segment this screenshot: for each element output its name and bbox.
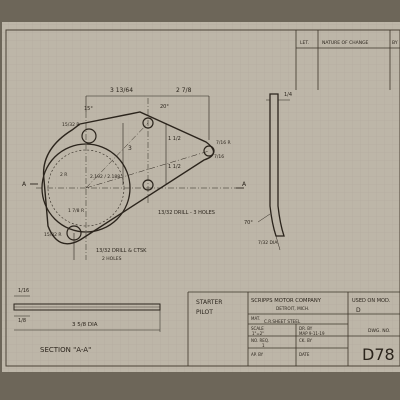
section-thickness: 1/16 [18,288,29,294]
sheet-border [5,29,400,367]
dim-top-right: 2 7/8 [176,87,192,94]
revision-table [295,30,400,90]
dr-by-label: DR. BY [299,326,313,331]
side-dia: 7/32 DIA [258,240,278,246]
no-req-label: NO. REQ. [251,338,269,343]
angle-right: 20° [160,104,169,110]
used-on-label: USED ON MOD. [352,298,391,304]
bore-diameter: 2.192 / 2.188 [90,174,120,180]
dwg-no-label: DWG. NO. [368,328,390,334]
bore-radius: 2 R [60,172,67,178]
section-dia: 3 5/8 DIA [72,322,98,328]
part-name-line2: PILOT [196,309,213,316]
radius-hole: 7/16 [214,154,224,160]
frame-top [0,0,400,22]
dim-upper: 1 1/2 [168,136,181,142]
csk-callout-line2: 2 HOLES [102,256,122,262]
side-thickness: 1/4 [284,92,292,98]
frame-bottom [0,372,400,400]
company-city: DETROIT, MICH. [276,306,309,311]
radius-bottom: 15/32 R [44,232,62,238]
part-name-line1: STARTER [196,299,222,306]
drill-callout: 13/32 DRILL - 3 HOLES [158,210,215,216]
revision-by-header: BY [392,40,398,46]
csk-callout-line1: 13/32 DRILL & CTSK [96,248,147,254]
ap-by-label: AP. BY [251,352,264,357]
ck-by-label: CK. BY [299,338,312,343]
company-name: SCRIPPS MOTOR COMPANY [251,298,322,304]
section-mark-right: A [242,181,247,188]
angle-left: 15° [84,106,93,112]
used-on-value: D [356,307,361,314]
revision-ltr-header: LET. [300,40,309,46]
scale-value: 1"=2" [252,331,264,336]
title-block [187,291,400,366]
hole-right [203,145,215,157]
dim-lower: 1 1/2 [168,164,181,170]
side-view [257,93,290,251]
no-req-value: 1 [262,343,265,348]
side-angle: 70° [244,220,253,226]
pilot-outline [42,111,215,245]
dr-by-value: MAP 9-11-19 [299,331,325,336]
dim-height: 3 [128,145,132,152]
scale-label: SCALE [251,326,264,331]
dwg-no-value: D78 [362,345,395,364]
paper-grid [2,22,400,372]
revision-nature-header: NATURE OF CHANGE [322,40,369,46]
section-thickness-2: 1/8 [18,318,26,324]
hole-top-left [81,128,97,144]
plan-view [30,95,244,260]
mat-value: C.R.SHEET STEEL [264,319,301,324]
radius-top: 15/32 R [62,122,80,128]
section-mark-left: A [22,181,27,188]
section-title: SECTION "A-A" [40,346,91,354]
radius-right: 7/16 R [216,140,231,146]
date-label: DATE [299,352,310,357]
mat-label: MAT. [251,316,260,321]
section-view [13,295,161,332]
radius-mid: 1 7/8 R [68,208,84,214]
dim-top-left: 3 13/64 [110,87,133,94]
